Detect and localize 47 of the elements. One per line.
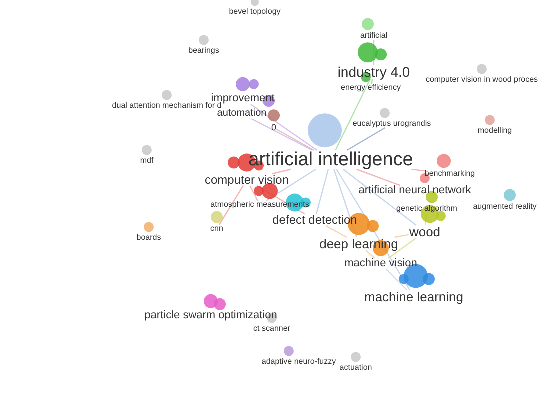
keyword-label: machine vision — [344, 258, 418, 270]
connection-line — [373, 40, 375, 65]
connection-line — [251, 118, 313, 152]
connection-line — [356, 168, 400, 186]
connection-line — [343, 169, 417, 226]
keyword-label: industry 4.0 — [338, 65, 410, 79]
keyword-label: eucalyptus urograndis — [352, 120, 432, 128]
connection-line — [218, 186, 244, 226]
connection-line — [335, 78, 372, 151]
keyword-label: computer vision in wood proces — [426, 76, 538, 84]
keyword-label: wood — [409, 226, 441, 238]
connection-line — [326, 225, 348, 238]
keyword-label: mdf — [140, 157, 154, 165]
keyword-label: cnn — [210, 225, 224, 233]
keyword-label: boards — [136, 234, 162, 242]
connection-line — [371, 78, 374, 84]
keyword-label: particle swarm optimization — [144, 310, 278, 322]
keyword-label: actuation — [340, 364, 372, 372]
connection-line — [394, 234, 410, 238]
connection-line — [412, 168, 425, 172]
keyword-label: artificial — [360, 32, 388, 40]
connection-line — [336, 169, 411, 291]
connection-line — [276, 128, 314, 152]
keyword-label: computer vision — [204, 174, 290, 186]
keyword-label: bevel topology — [229, 8, 281, 16]
connection-line — [266, 169, 316, 202]
keyword-label: automation — [217, 109, 267, 119]
keyword-label: improvement — [211, 94, 275, 104]
keyword-label: energy efficiency — [341, 84, 401, 92]
connection-line — [346, 127, 386, 152]
keyword-label: benchmarking — [424, 170, 476, 178]
connection-line — [366, 250, 376, 259]
connection-line — [250, 104, 318, 151]
connection-line — [386, 269, 408, 291]
keyword-label: machine learning — [364, 290, 464, 304]
keyword-label: modelling — [478, 127, 512, 135]
keyword-label: ct scanner — [254, 325, 290, 333]
keyword-label: adaptive neuro-fuzzy — [262, 358, 336, 366]
keyword-label: bearings — [188, 47, 220, 55]
keyword-label: artificial neural network — [358, 186, 472, 196]
keyword-label: dual attention mechanism for d — [112, 102, 222, 110]
connection-line — [250, 186, 258, 202]
connection-line — [334, 169, 358, 238]
keyword-label: augmented reality — [473, 203, 537, 211]
connection-line — [316, 169, 330, 214]
keyword-label: 0 — [272, 124, 276, 132]
connection-line — [388, 238, 416, 259]
